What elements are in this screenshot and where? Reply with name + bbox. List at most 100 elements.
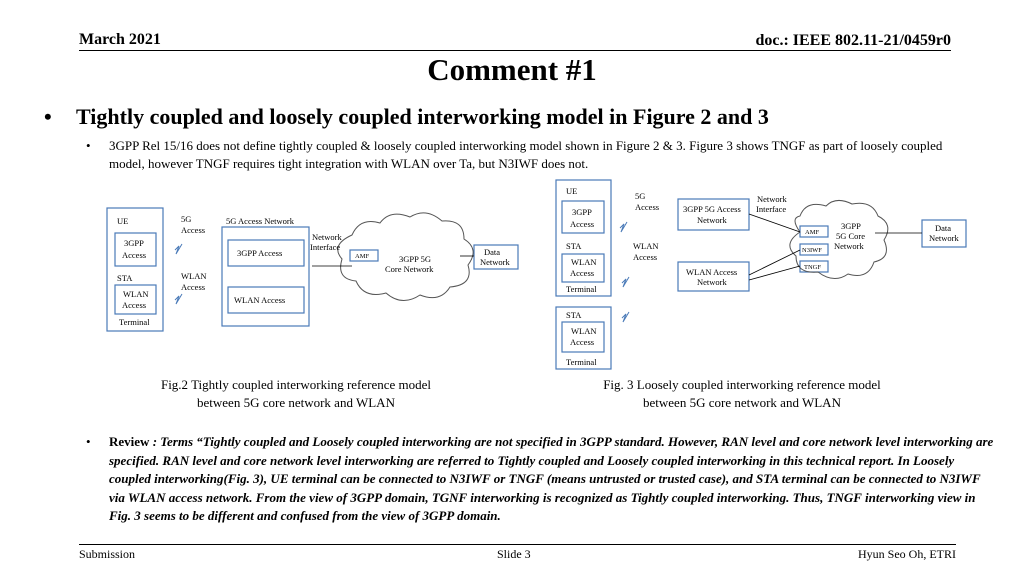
fig3-3gpp-label-2: Access <box>570 219 594 229</box>
fig3-3gpp-box <box>561 200 605 234</box>
main-bullet-text: Tightly coupled and loosely coupled inte… <box>76 104 769 129</box>
fig3-wlan-label-2: Access <box>570 268 594 278</box>
fig3-3gpp-an-box <box>677 198 750 231</box>
fig3-5g-label-1: 5G <box>635 191 645 201</box>
review-label: Review <box>109 434 150 449</box>
fig3-terminal2-frame <box>555 306 612 370</box>
fig3-wlan-an-label-1: WLAN Access <box>686 267 737 277</box>
fig3-n3iwf-label: N3IWF <box>802 247 822 254</box>
fig3-core-label-3: Network <box>834 241 864 251</box>
fig3-wlan-radio-icon <box>621 276 630 288</box>
fig3-3gpp-an-label-1: 3GPP 5G Access <box>683 204 741 214</box>
fig2-wlan-access-label: WLAN Access <box>234 295 285 305</box>
fig3-caption-line-1: Fig. 3 Loosely coupled interworking refe… <box>603 377 881 392</box>
fig2-wlan-radio-icon <box>174 293 183 305</box>
fig3-terminal-frame <box>555 179 612 297</box>
fig3-3gpp-an-label-2: Network <box>697 215 727 225</box>
fig3-sta-label: STA <box>566 241 582 251</box>
fig3-wlan-box <box>561 253 605 283</box>
fig2-data-label-2: Network <box>480 257 510 267</box>
fig3-line-an-amf <box>748 213 801 233</box>
fig2-3gpp-label-1: 3GPP <box>124 238 144 248</box>
fig3-data-network-box <box>921 219 967 248</box>
fig2-data-network-box <box>473 244 519 270</box>
fig2-5g-label-2: Access <box>181 225 205 235</box>
fig3-wlan-access-label-2: Access <box>633 252 657 262</box>
fig2-wlan-label-2: Access <box>181 282 205 292</box>
fig2-wlan-box-label-1: WLAN <box>123 289 149 299</box>
bullet-glyph: • <box>86 138 91 153</box>
fig3-line-wlan-tngf <box>748 265 801 281</box>
fig3-5g-radio-icon <box>619 221 628 233</box>
fig3-5g-label-2: Access <box>635 202 659 212</box>
fig2-interface-label-1: Network <box>312 232 342 242</box>
fig2-wlan-box-label-2: Access <box>122 300 146 310</box>
fig3-interface-label-2: Interface <box>756 204 786 214</box>
fig2-access-network-frame <box>221 226 310 327</box>
footer-divider <box>79 544 956 545</box>
fig3-wlan2-label-2: Access <box>570 337 594 347</box>
fig2-interface-label-2: Interface <box>310 242 340 252</box>
fig2-core-cloud <box>337 212 474 301</box>
fig2-amf-label: AMF <box>355 253 369 260</box>
fig2-amf-box <box>349 249 379 262</box>
fig3-core-label-1: 3GPP <box>841 221 861 231</box>
fig2-wlan-box <box>114 284 157 315</box>
fig3-wlan-access-label-1: WLAN <box>633 241 659 251</box>
fig2-5g-radio-icon <box>174 243 183 255</box>
fig2-3gpp-access-label: 3GPP Access <box>237 248 282 258</box>
fig3-amf-label: AMF <box>805 229 819 236</box>
fig3-n3iwf-box <box>799 243 829 256</box>
review-text-block: Review : Terms “Tightly coupled and Loos… <box>109 433 994 526</box>
fig2-3gpp-label-2: Access <box>122 250 146 260</box>
fig3-wlan2-radio-icon <box>621 311 630 323</box>
header-divider <box>79 50 951 51</box>
bullet-glyph: • <box>86 434 91 449</box>
fig2-core-label-1: 3GPP 5G <box>399 254 431 264</box>
page-title: Comment #1 <box>427 52 597 87</box>
footer-submission: Submission <box>79 547 136 561</box>
fig3-caption: Fig. 3 Loosely coupled interworking refe… <box>562 376 922 412</box>
fig3-interface-label-1: Network <box>757 194 787 204</box>
fig3-ue-label: UE <box>566 186 577 196</box>
fig2-terminal-label: Terminal <box>119 317 150 327</box>
fig3-core-cloud <box>789 200 889 279</box>
fig2-caption: Fig.2 Tightly coupled interworking refer… <box>120 376 472 412</box>
fig2-data-label-1: Data <box>484 247 500 257</box>
fig2-3gpp-box <box>114 232 157 267</box>
fig3-data-label-2: Network <box>929 233 959 243</box>
fig2-sta-label: STA <box>117 273 133 283</box>
header-date: March 2021 <box>79 31 161 48</box>
fig2-3gpp-access-box <box>227 239 305 267</box>
fig3-3gpp-label-1: 3GPP <box>572 207 592 217</box>
fig3-terminal-label: Terminal <box>566 284 597 294</box>
fig3-data-label-1: Data <box>935 223 951 233</box>
fig2-caption-line-1: Fig.2 Tightly coupled interworking refer… <box>160 377 432 392</box>
footer-slide-number: Slide 3 <box>497 547 531 561</box>
header-doc-id: doc.: IEEE 802.11-21/0459r0 <box>755 32 951 49</box>
fig3-line-wlan-n3iwf <box>748 249 801 276</box>
fig2-access-network-label: 5G Access Network <box>226 216 295 226</box>
fig3-wlan2-box <box>561 321 605 353</box>
fig3-terminal2-label: Terminal <box>566 357 597 367</box>
fig2-wlan-label-1: WLAN <box>181 271 207 281</box>
fig2-wlan-access-box <box>227 286 305 314</box>
fig3-wlan-label-1: WLAN <box>571 257 597 267</box>
fig2-ue-label: UE <box>117 216 128 226</box>
fig3-wlan-an-label-2: Network <box>697 277 727 287</box>
fig3-sta2-label: STA <box>566 310 582 320</box>
fig3-tngf-label: TNGF <box>804 264 821 271</box>
fig2-5g-label-1: 5G <box>181 214 191 224</box>
fig3-wlan-an-box <box>677 261 750 292</box>
fig2-terminal-frame <box>106 207 164 332</box>
fig3-caption-line-2: between 5G core network and WLAN <box>643 395 841 410</box>
fig3-core-label-2: 5G Core <box>836 231 865 241</box>
footer-author: Hyun Seo Oh, ETRI <box>858 547 956 561</box>
fig2-caption-line-2: between 5G core network and WLAN <box>197 395 395 410</box>
bullet-glyph: • <box>44 104 52 129</box>
intro-paragraph-text: 3GPP Rel 15/16 does not define tightly c… <box>109 138 943 171</box>
fig2-core-label-2: Core Network <box>385 264 434 274</box>
fig3-wlan2-label-1: WLAN <box>571 326 597 336</box>
